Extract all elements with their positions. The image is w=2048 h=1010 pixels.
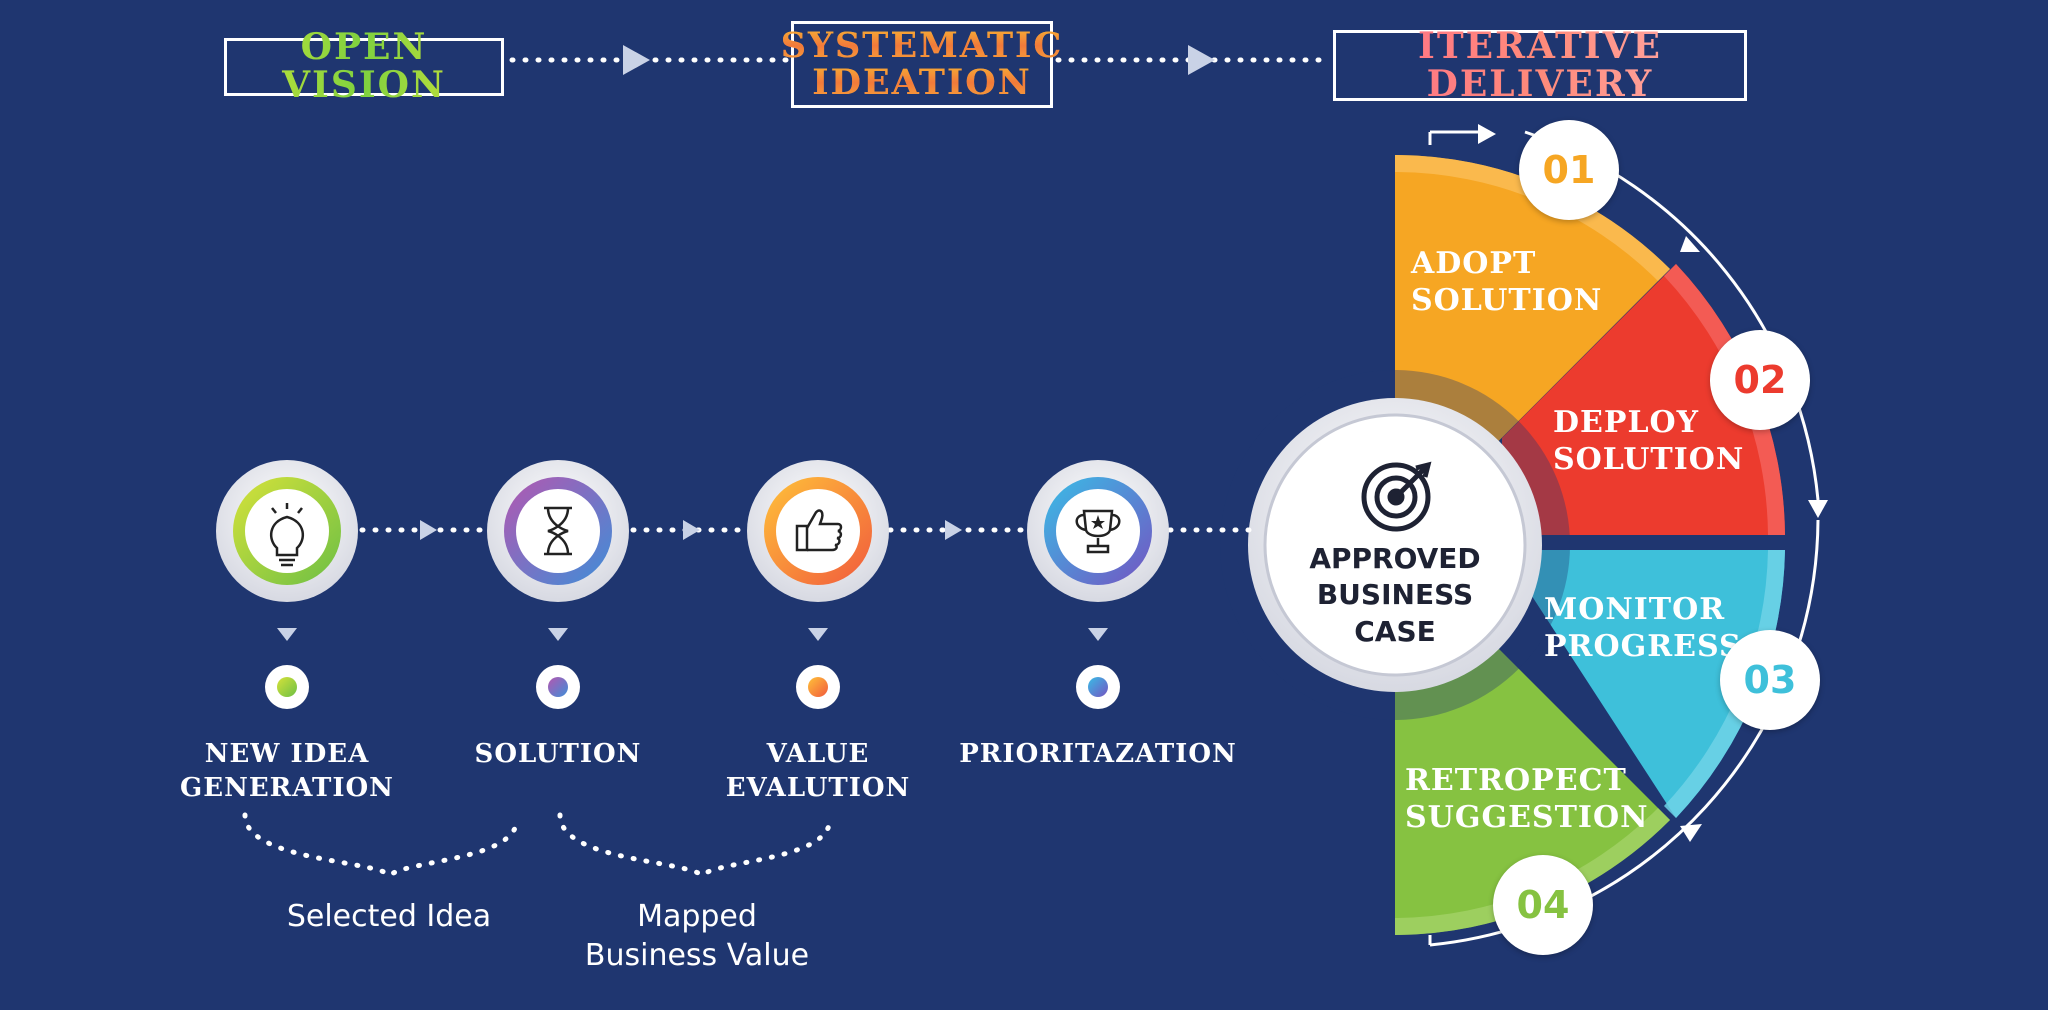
step-markers bbox=[265, 628, 1120, 709]
arrow-icon bbox=[1808, 500, 1828, 518]
cycle-number-02: 02 bbox=[1710, 330, 1810, 430]
target-icon bbox=[1361, 461, 1432, 532]
arrow-icon bbox=[1188, 45, 1215, 75]
arrow-icon bbox=[420, 520, 437, 540]
bracket-mapped-value bbox=[557, 812, 833, 879]
arrow-icon bbox=[683, 520, 700, 540]
bracket-label-selected-idea: Selected Idea bbox=[286, 899, 492, 934]
step-label-prioritazation: PRIORITAZATION bbox=[959, 739, 1237, 769]
step-label-solution: SOLUTION bbox=[474, 739, 642, 769]
stage-iterative-delivery: ITERATIVE DELIVERY bbox=[1333, 27, 1747, 104]
step-circle-1 bbox=[216, 460, 358, 602]
stage-open-vision-label: OPEN VISION bbox=[227, 28, 501, 105]
step-circle-3 bbox=[747, 460, 889, 602]
thumbs-up-icon bbox=[795, 509, 843, 552]
lightbulb-icon bbox=[269, 503, 305, 567]
arrow-icon bbox=[945, 520, 962, 540]
arrow-icon bbox=[623, 45, 650, 75]
arrow-icon bbox=[1680, 236, 1700, 252]
bracket-selected-idea bbox=[242, 812, 520, 879]
stage-iterative-delivery-label: ITERATIVE DELIVERY bbox=[1336, 27, 1744, 104]
cycle-number-04: 04 bbox=[1493, 855, 1593, 955]
hourglass-icon bbox=[544, 506, 572, 556]
cycle-number-01: 01 bbox=[1519, 120, 1619, 220]
trophy-icon bbox=[1075, 509, 1121, 554]
stage-open-vision: OPEN VISION bbox=[224, 28, 504, 104]
arrow-icon bbox=[1478, 124, 1496, 144]
step-circle-4 bbox=[1027, 460, 1169, 602]
arrow-icon bbox=[1680, 824, 1702, 842]
cycle-number-03: 03 bbox=[1720, 630, 1820, 730]
step-circle-2 bbox=[487, 460, 629, 602]
